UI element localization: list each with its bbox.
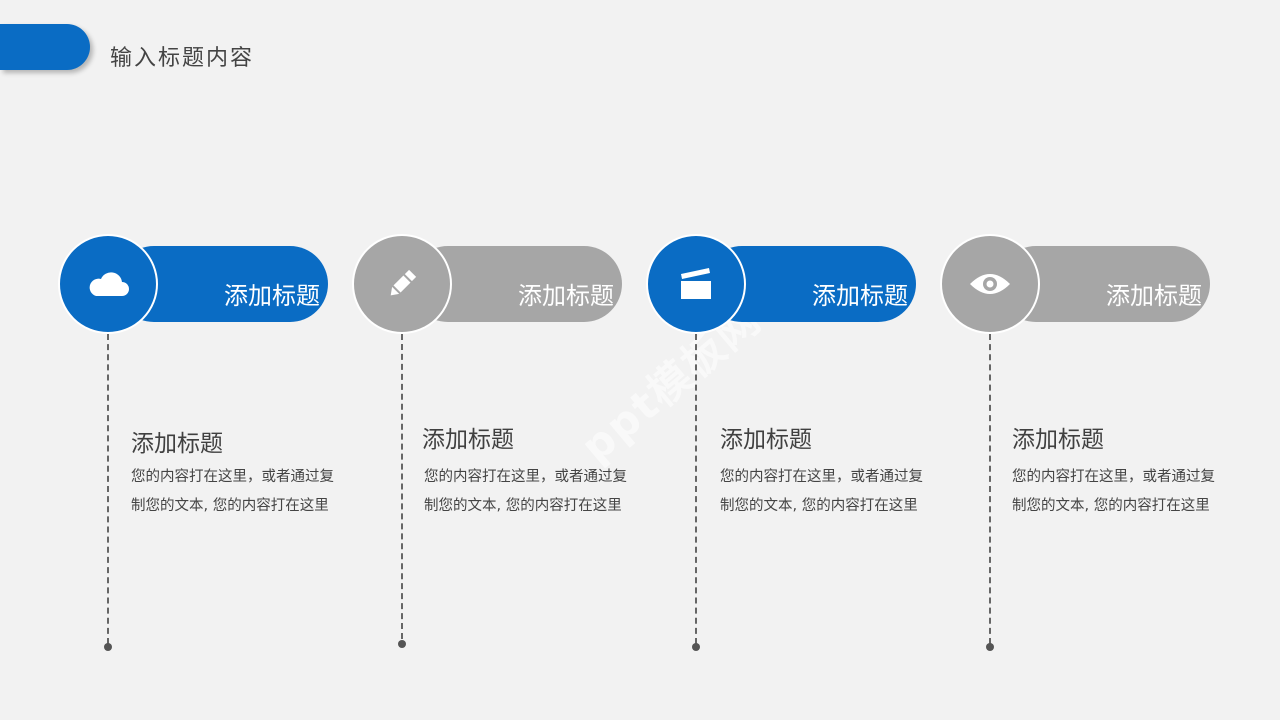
step-subtitle: 添加标题	[1012, 427, 1104, 453]
cloud-icon	[89, 272, 129, 296]
step-subtitle: 添加标题	[720, 427, 812, 453]
step-icon-circle	[58, 234, 158, 334]
eye-icon	[970, 274, 1010, 294]
timeline-line	[695, 334, 697, 644]
step-icon-circle	[940, 234, 1040, 334]
step-body-text: 您的内容打在这里，或者通过复制您的文本, 您的内容打在这里	[131, 469, 334, 514]
step-subtitle: 添加标题	[422, 427, 514, 453]
step-pill-title: 添加标题	[518, 282, 614, 310]
timeline-dot	[398, 640, 406, 648]
timeline-line	[401, 334, 403, 639]
step-card-4: 添加标题 添加标题 您的内容打在这里，或者通过复制您的文本, 您的内容打在这里	[940, 234, 1220, 654]
step-subtitle: 添加标题	[131, 431, 223, 457]
timeline-dot	[692, 643, 700, 651]
page-title: 输入标题内容	[110, 46, 255, 71]
timeline-line	[989, 334, 991, 644]
step-card-2: 添加标题 添加标题 您的内容打在这里，或者通过复制您的文本, 您的内容打在这里	[352, 234, 632, 654]
header-accent-tab	[0, 24, 90, 70]
step-body-text: 您的内容打在这里，或者通过复制您的文本, 您的内容打在这里	[1012, 469, 1215, 514]
timeline-dot	[104, 643, 112, 651]
step-icon-circle	[352, 234, 452, 334]
timeline-line	[107, 334, 109, 644]
step-card-1: 添加标题 添加标题 您的内容打在这里，或者通过复制您的文本, 您的内容打在这里	[58, 234, 338, 654]
step-body-text: 您的内容打在这里，或者通过复制您的文本, 您的内容打在这里	[720, 469, 923, 514]
pencil-icon	[390, 269, 417, 296]
step-icon-circle	[646, 234, 746, 334]
step-pill-title: 添加标题	[812, 282, 908, 310]
step-pill-title: 添加标题	[1106, 282, 1202, 310]
timeline-dot	[986, 643, 994, 651]
clapperboard-icon	[681, 268, 711, 299]
step-pill-title: 添加标题	[224, 282, 320, 310]
step-body-text: 您的内容打在这里，或者通过复制您的文本, 您的内容打在这里	[424, 469, 627, 514]
step-card-3: 添加标题 添加标题 您的内容打在这里，或者通过复制您的文本, 您的内容打在这里	[646, 234, 926, 654]
